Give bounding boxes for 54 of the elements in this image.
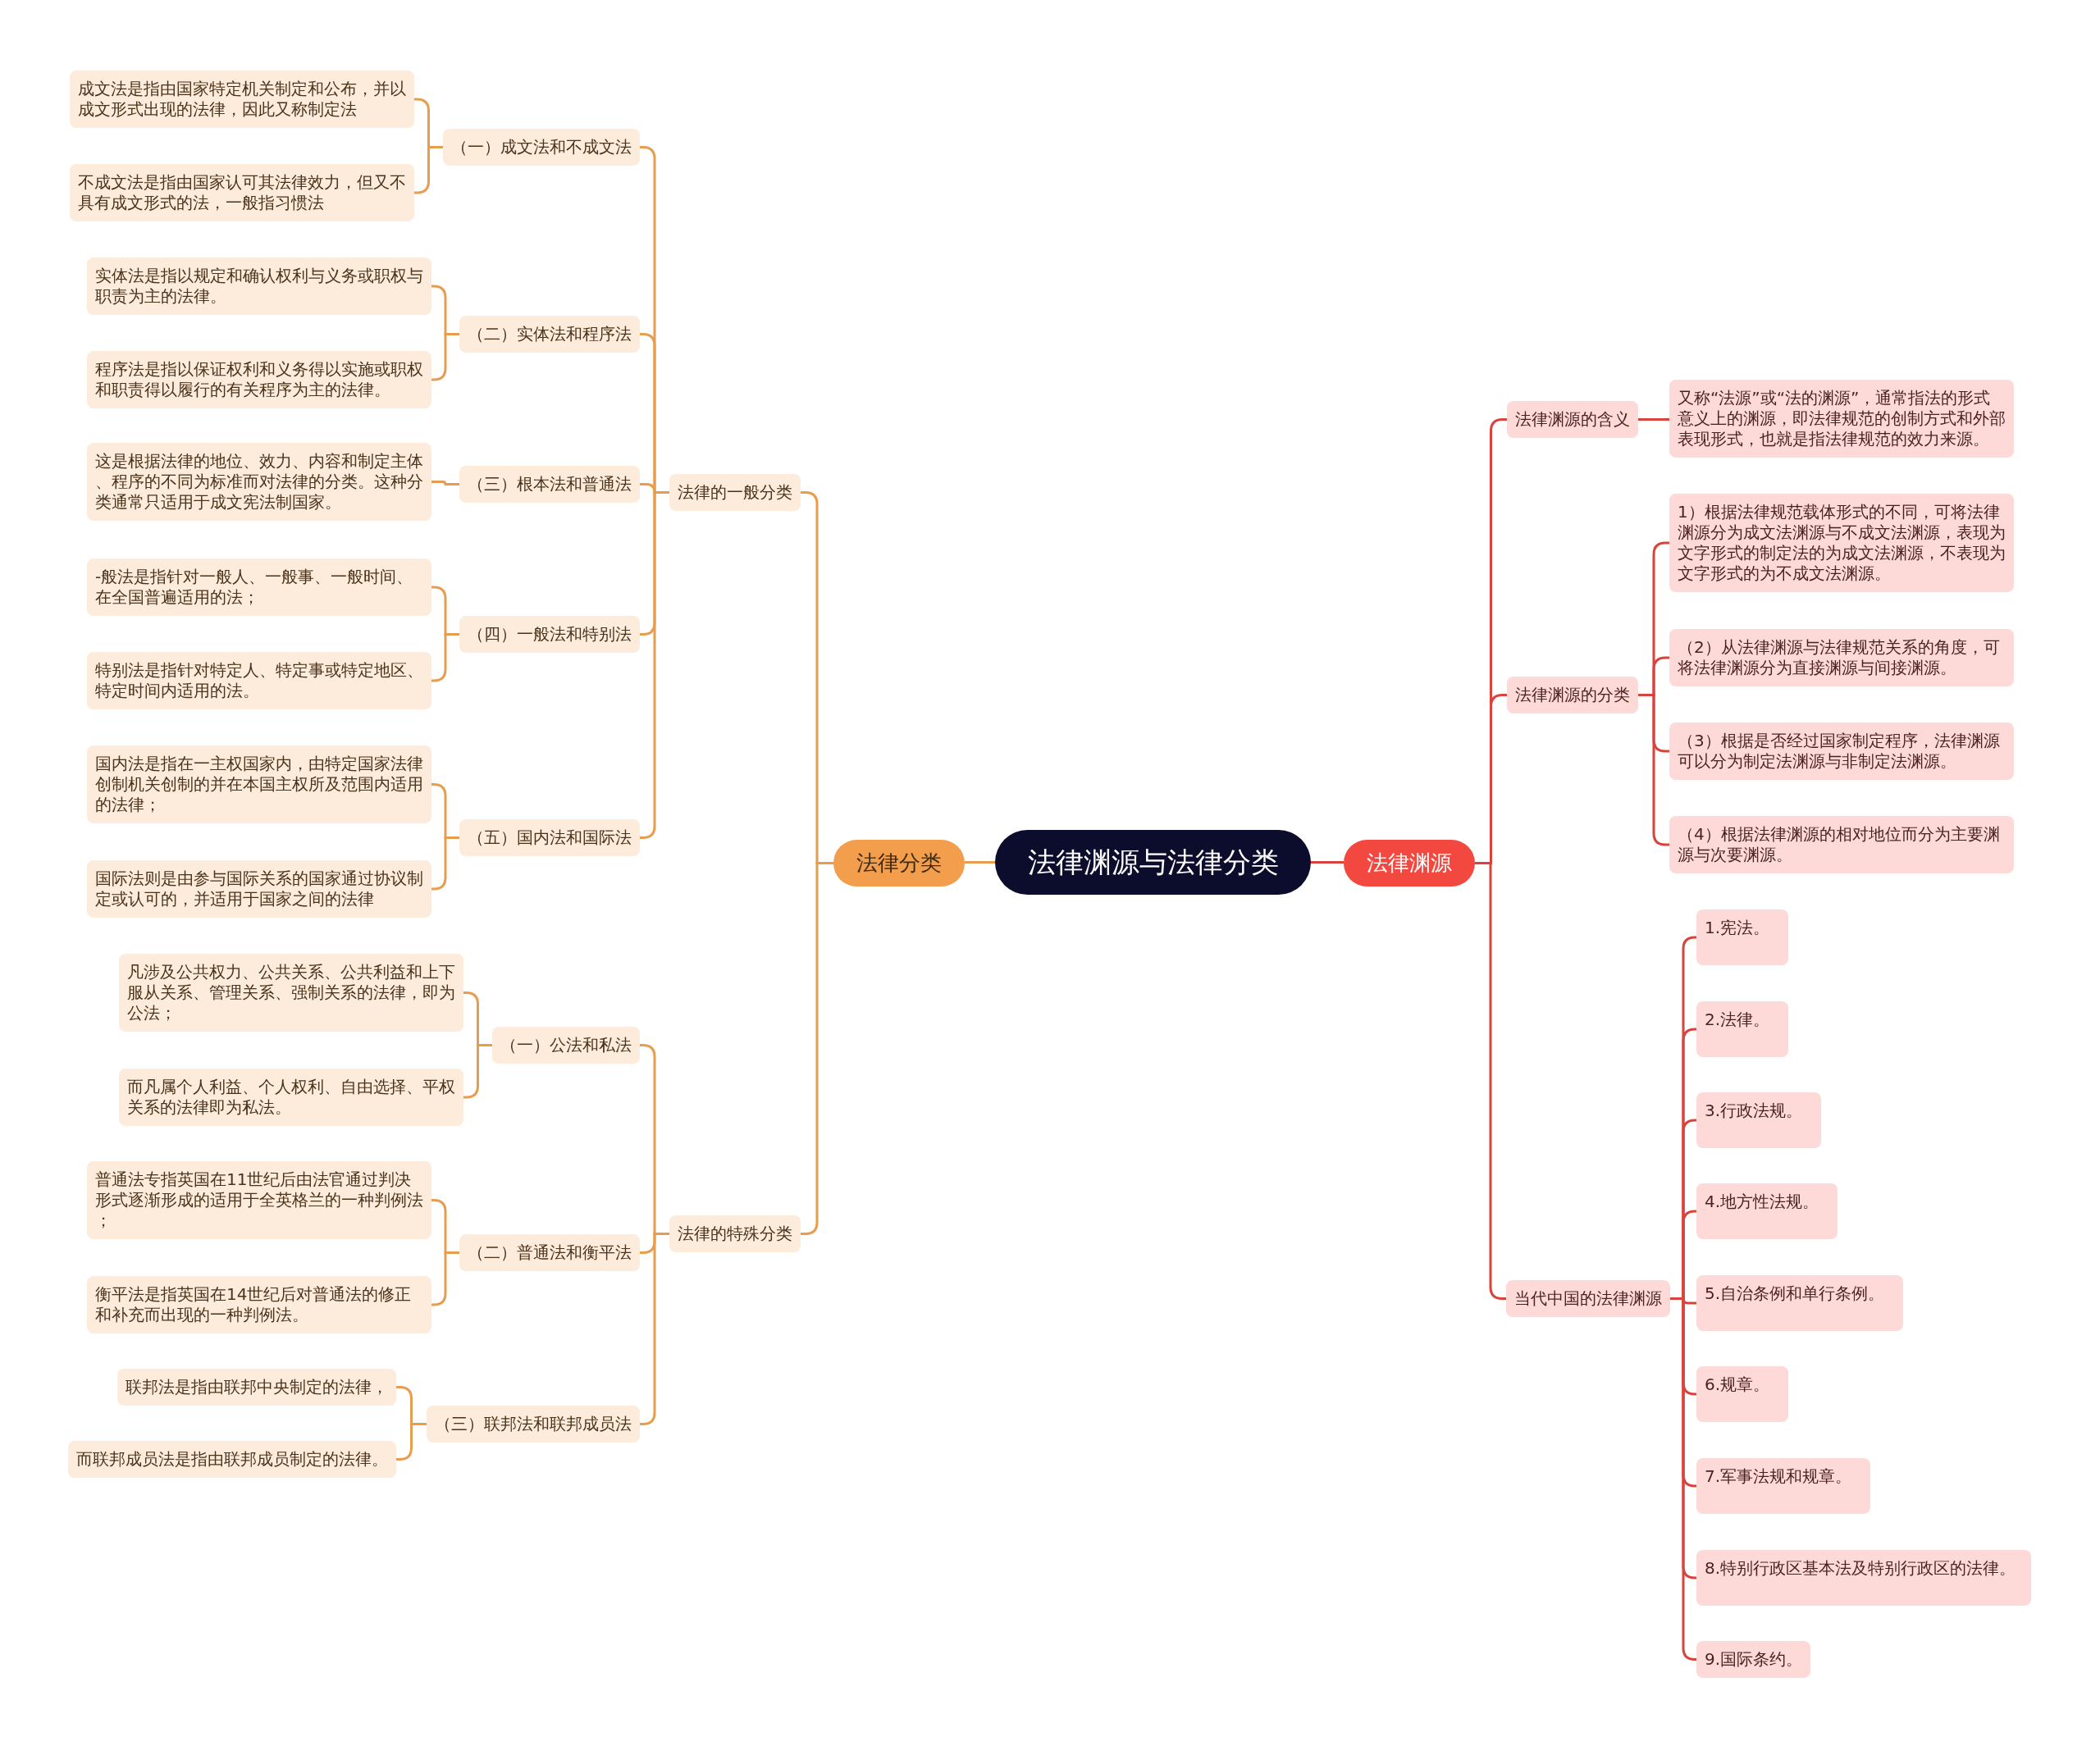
- note-box: 程序法是指以保证权利和义务得以实施或职权和职责得以履行的有关程序为主的法律。: [87, 351, 431, 408]
- note-box: -般法是指针对一般人、一般事、一般时间、在全国普遍适用的法；: [87, 558, 431, 616]
- note-box: 不成文法是指由国家认可其法律效力，但又不具有成文形式的法，一般指习惯法: [70, 164, 414, 221]
- note-box: 国际法则是由参与国际关系的国家通过协议制定或认可的，并适用于国家之间的法律: [87, 860, 431, 918]
- connector-line: [1638, 418, 1669, 421]
- topic-box: 法律的一般分类: [669, 474, 801, 511]
- main-branch-pill: 法律分类: [833, 840, 965, 887]
- note-box: 联邦法是指由联邦中央制定的法律，: [117, 1369, 396, 1406]
- connector-line: [965, 861, 995, 864]
- topic-box: （三）根本法和普通法: [459, 466, 640, 503]
- note-box: 6.规章。: [1696, 1366, 1788, 1422]
- note-box: 成文法是指由国家特定机关制定和公布，并以成文形式出现的法律，因此又称制定法: [70, 71, 414, 128]
- note-box: 特别法是指针对特定人、特定事或特定地区、特定时间内适用的法。: [87, 652, 431, 709]
- note-box: 7.军事法规和规章。: [1696, 1458, 1870, 1514]
- topic-box: （五）国内法和国际法: [459, 819, 640, 856]
- note-box: 凡涉及公共权力、公共关系、公共利益和上下服从关系、管理关系、强制关系的法律，即为公法；: [119, 954, 463, 1032]
- connector-line: [1670, 1297, 1697, 1661]
- note-box: 1）根据法律规范载体形式的不同，可将法律渊源分为成文法渊源与不成文法渊源，表现为文字形式的制定法的为成文法渊源，不表现为文字形式的为不成文法渊源。: [1669, 494, 2014, 592]
- note-box: 衡平法是指英国在14世纪后对普通法的修正和补充而出现的一种判例法。: [87, 1276, 431, 1333]
- note-box: 国内法是指在一主权国家内，由特定国家法律创制机关创制的并在本国主权所及范围内适用的法律；: [87, 745, 431, 823]
- connector-line: [801, 862, 833, 1235]
- connector-line: [1311, 861, 1344, 864]
- note-box: 9.国际条约。: [1696, 1641, 1811, 1678]
- note-box: （3）根据是否经过国家制定程序，法律渊源可以分为制定法渊源与非制定法渊源。: [1669, 722, 2014, 780]
- note-box: 又称“法源”或“法的渊源”，通常指法的形式意义上的渊源，即法律规范的创制方式和外部表现形式，也就是指法律规范的效力来源。: [1669, 380, 2014, 458]
- note-box: 4.地方性法规。: [1696, 1183, 1838, 1239]
- main-branch-pill: 法律渊源: [1344, 840, 1475, 887]
- topic-box: 法律渊源的分类: [1507, 677, 1638, 713]
- connector-line: [640, 491, 669, 839]
- note-box: 这是根据法律的地位、效力、内容和制定主体、程序的不同为标准而对法律的分类。这种分类通常只适用于成文宪法制国家。: [87, 443, 431, 521]
- topic-box: （四）一般法和特别法: [459, 616, 640, 653]
- note-box: 而凡属个人利益、个人权利、自由选择、平权关系的法律即为私法。: [119, 1069, 463, 1126]
- topic-box: （一）公法和私法: [492, 1027, 640, 1064]
- connector-line: [396, 1423, 427, 1461]
- topic-box: （二）实体法和程序法: [459, 316, 640, 353]
- topic-box: 法律的特殊分类: [669, 1215, 801, 1252]
- note-box: 8.特别行政区基本法及特别行政区的法律。: [1696, 1550, 2031, 1606]
- note-box: 2.法律。: [1696, 1001, 1788, 1057]
- note-box: 普通法专指英国在11世纪后由法官通过判决形式逐渐形成的适用于全英格兰的一种判例法；: [87, 1161, 431, 1239]
- topic-box: 当代中国的法律渊源: [1506, 1280, 1670, 1317]
- note-box: 实体法是指以规定和确认权利与义务或职权与职责为主的法律。: [87, 258, 431, 315]
- connector-line: [1638, 694, 1669, 846]
- topic-box: （二）普通法和衡平法: [459, 1234, 640, 1271]
- note-box: （4）根据法律渊源的相对地位而分为主要渊源与次要渊源。: [1669, 816, 2014, 873]
- note-box: （2）从法律渊源与法律规范关系的角度，可将法律渊源分为直接渊源与间接渊源。: [1669, 629, 2014, 686]
- topic-box: （三）联邦法和联邦成员法: [427, 1406, 640, 1443]
- topic-box: 法律渊源的含义: [1507, 401, 1638, 438]
- note-box: 5.自治条例和单行条例。: [1696, 1275, 1903, 1331]
- note-box: 而联邦成员法是指由联邦成员制定的法律。: [68, 1441, 396, 1478]
- connector-line: [431, 481, 459, 485]
- note-box: 1.宪法。: [1696, 909, 1788, 965]
- note-box: 3.行政法规。: [1696, 1092, 1821, 1148]
- central-topic: 法律渊源与法律分类: [995, 830, 1311, 895]
- topic-box: （一）成文法和不成文法: [443, 129, 640, 166]
